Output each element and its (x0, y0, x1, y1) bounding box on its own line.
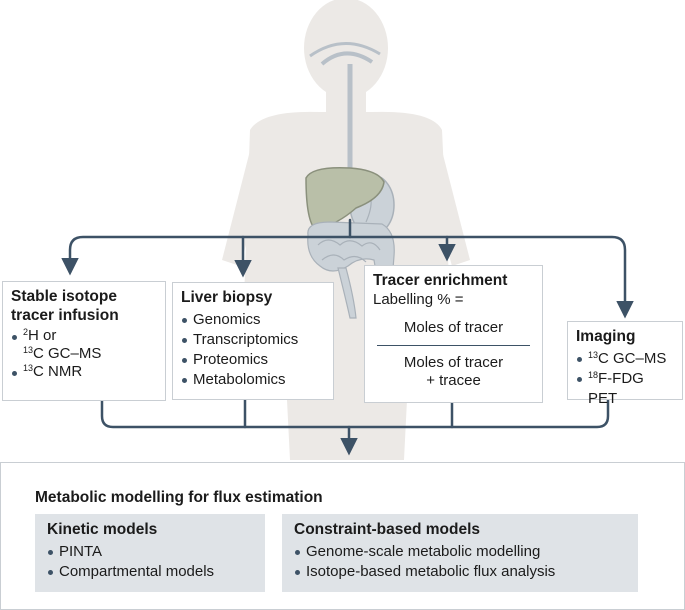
list-item: 13C GC–MS (576, 349, 674, 369)
fraction-denominator-1: Moles of tracer (403, 353, 504, 371)
fraction-bar (377, 344, 530, 346)
labelling-formula-label: Labelling % = (373, 290, 464, 308)
digestive-tract (309, 42, 381, 180)
kinetic-models-list: PINTA Compartmental models (47, 542, 253, 582)
labelling-fraction: Moles of tracer Moles of tracer + tracee (373, 319, 534, 390)
list-item: Transcriptomics (181, 330, 325, 350)
list-item: Compartmental models (47, 562, 253, 582)
list-item: 13C NMR (11, 363, 157, 381)
tracer-enrichment-box: Tracer enrichment Labelling % = Moles of… (364, 265, 543, 403)
list-item: 18F-FDG PET (576, 369, 674, 409)
isotope-sup: 13 (23, 345, 34, 356)
imaging-list: 13C GC–MS 18F-FDG PET (576, 349, 674, 409)
stable-isotope-list: 2H or 13C GC–MS 13C NMR (11, 327, 157, 381)
modelling-panel: Metabolic modelling for flux estimation … (0, 462, 685, 610)
list-item: Isotope-based metabolic flux analysis (294, 562, 626, 582)
isotope-sup: 18 (588, 369, 599, 380)
list-item: Genomics (181, 310, 325, 330)
liver-biopsy-list: Genomics Transcriptomics Proteomics Meta… (181, 310, 325, 390)
liver-biopsy-box: Liver biopsy Genomics Transcriptomics Pr… (172, 282, 334, 400)
isotope-sup: 2 (23, 327, 29, 338)
list-item: 2H or 13C GC–MS (11, 327, 157, 363)
isotope-text: C GC–MS (598, 349, 667, 367)
isotope-text: H or (28, 327, 57, 345)
kinetic-models-title: Kinetic models (47, 521, 158, 538)
constraint-models-box: Constraint-based models Genome-scale met… (282, 514, 638, 592)
list-item: Metabolomics (181, 370, 325, 390)
kinetic-models-box: Kinetic models PINTA Compartmental model… (35, 514, 265, 592)
isotope-text: C GC–MS (33, 345, 102, 363)
list-item: Proteomics (181, 350, 325, 370)
imaging-title: Imaging (576, 328, 636, 345)
imaging-box: Imaging 13C GC–MS 18F-FDG PET (567, 321, 683, 407)
isotope-text: C NMR (33, 363, 83, 381)
isotope-sup: 13 (588, 349, 599, 360)
isotope-sup: 13 (23, 363, 34, 374)
liver-biopsy-title: Liver biopsy (181, 289, 273, 306)
tracer-enrichment-title: Tracer enrichment (373, 272, 508, 289)
constraint-models-title: Constraint-based models (294, 521, 481, 538)
stable-isotope-title-1: Stable isotope (11, 288, 117, 305)
connectors (61, 218, 634, 456)
fraction-numerator: Moles of tracer (403, 318, 504, 336)
isotope-text: F-FDG PET (588, 369, 644, 407)
stable-isotope-box: Stable isotope tracer infusion 2H or 13C… (2, 281, 166, 401)
modelling-title: Metabolic modelling for flux estimation (35, 489, 323, 506)
list-item: Genome-scale metabolic modelling (294, 542, 626, 562)
list-item: PINTA (47, 542, 253, 562)
stable-isotope-title-2: tracer infusion (11, 306, 119, 324)
constraint-models-list: Genome-scale metabolic modelling Isotope… (294, 542, 626, 582)
fraction-denominator-2: + tracee (426, 371, 481, 389)
